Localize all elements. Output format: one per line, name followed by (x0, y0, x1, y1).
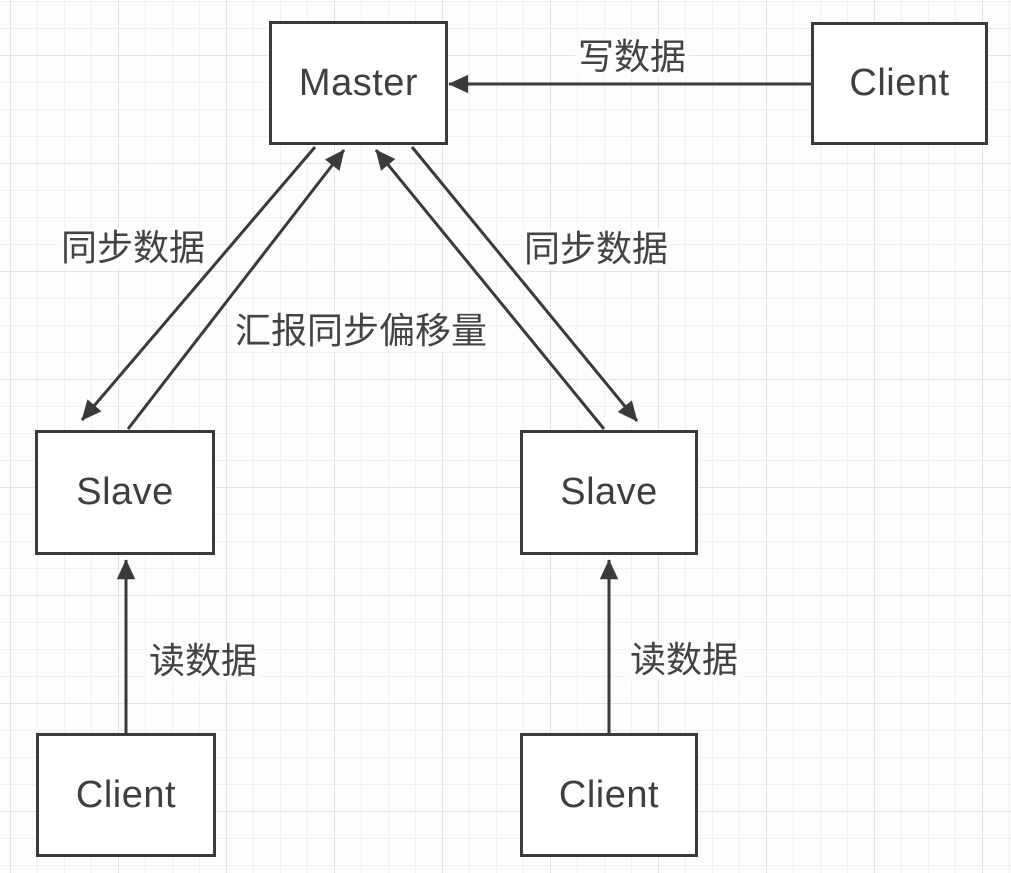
arrow-sync-data-right (410, 146, 639, 422)
arrow-sync-data-left (80, 146, 317, 421)
edge-label-report-sync-offset: 汇报同步偏移量 (231, 311, 491, 351)
edge-label-write-data: 写数据 (574, 37, 690, 77)
node-slave-right: Slave (520, 430, 698, 555)
node-client-bottom-right-label: Client (558, 773, 660, 816)
node-client-bottom-left: Client (36, 733, 216, 857)
node-slave-right-label: Slave (560, 471, 658, 513)
node-master: Master (269, 21, 448, 145)
edge-label-read-data-left: 读数据 (145, 641, 261, 681)
node-client-bottom-left-label: Client (75, 773, 177, 816)
node-client-top-right: Client (811, 22, 988, 145)
node-slave-left-label: Slave (76, 471, 174, 513)
edge-label-sync-data-left: 同步数据 (57, 228, 209, 268)
node-client-top-right-label: Client (849, 62, 950, 104)
node-slave-left: Slave (35, 430, 215, 555)
arrow-report-sync-offset-left (126, 149, 346, 430)
edge-label-read-data-right: 读数据 (626, 640, 742, 680)
node-client-bottom-right: Client (520, 733, 698, 857)
edge-label-sync-data-right: 同步数据 (520, 229, 672, 269)
arrow-report-sync-offset-right (374, 149, 606, 430)
node-master-label: Master (298, 61, 419, 104)
